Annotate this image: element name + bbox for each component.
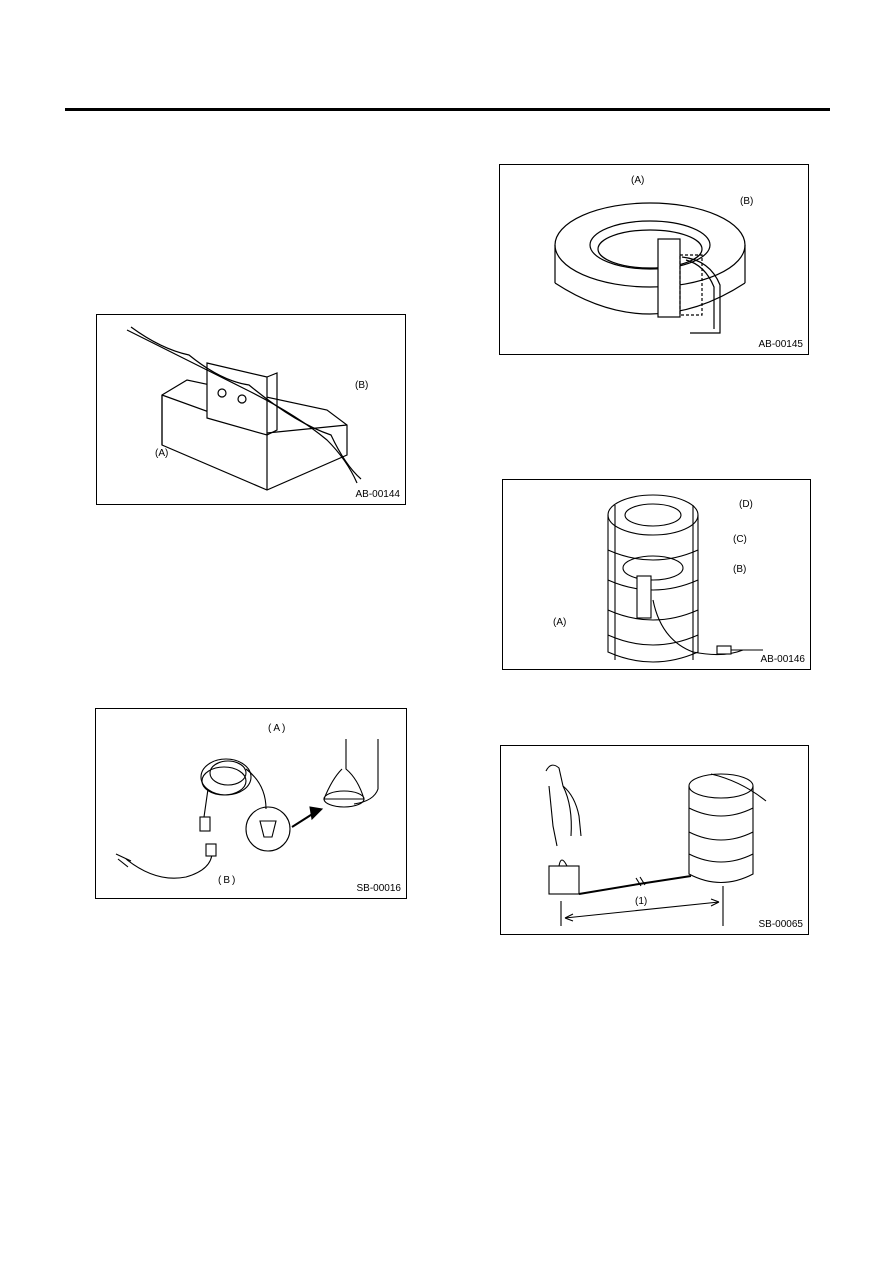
tire-stack-illustration bbox=[607, 494, 763, 663]
figure-code: SB-00016 bbox=[356, 883, 401, 894]
label-b: (B) bbox=[740, 196, 754, 207]
figure-code: SB-00065 bbox=[758, 919, 803, 930]
figure-ab-00145: (A) (B) AB-00145 bbox=[499, 164, 809, 355]
label-d: (D) bbox=[739, 499, 753, 510]
label-b: (B) bbox=[733, 564, 747, 575]
figure-code: AB-00144 bbox=[355, 489, 400, 500]
magnet-wire-illustration bbox=[126, 326, 362, 491]
label-a: (A) bbox=[268, 723, 288, 734]
header-rule bbox=[65, 108, 830, 111]
figure-code: AB-00146 bbox=[760, 654, 805, 665]
pull-test-illustration bbox=[545, 764, 767, 926]
label-b: (B) bbox=[218, 875, 238, 886]
figure-code: AB-00145 bbox=[758, 339, 803, 350]
label-a: (A) bbox=[155, 448, 169, 459]
figure-sb-00016: (A) (B) SB-00016 bbox=[95, 708, 407, 899]
figure-ab-00144: (A) (B) AB-00144 bbox=[96, 314, 406, 505]
cable-set-illustration bbox=[115, 739, 379, 879]
figure-sb-00065: (1) SB-00065 bbox=[500, 745, 809, 935]
dimension-label: (1) bbox=[635, 896, 648, 907]
label-b: (B) bbox=[355, 380, 369, 391]
label-c: (C) bbox=[733, 534, 747, 545]
tire-magnet-illustration bbox=[554, 202, 746, 334]
figure-ab-00146: (D) (C) (B) (A) AB-00146 bbox=[502, 479, 811, 670]
label-a: (A) bbox=[553, 617, 567, 628]
label-a: (A) bbox=[631, 175, 645, 186]
